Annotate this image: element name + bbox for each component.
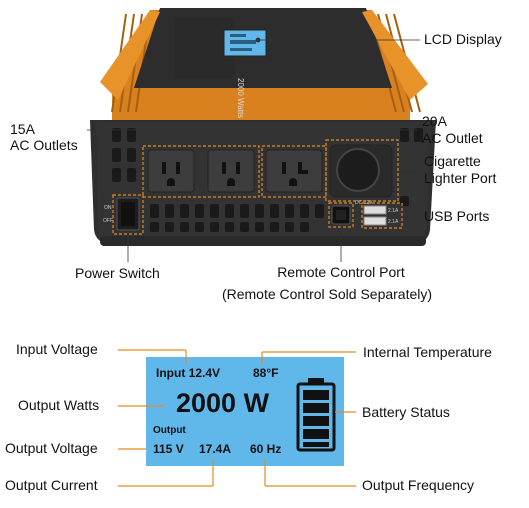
lcd-display-callout: LCD Display (424, 31, 502, 47)
battery-status-callout: Battery Status (362, 404, 450, 420)
remote-port-callout-line2: (Remote Control Sold Separately) (221, 286, 433, 302)
top-label-strip: 2000 Watts (175, 18, 267, 118)
output-voltage-callout: Output Voltage (5, 440, 98, 456)
ac-outlet-20a-callout-line1: 20A (422, 113, 447, 129)
input-voltage-callout: Input Voltage (16, 341, 98, 357)
lcd-output-voltage: 115 V (153, 442, 184, 456)
cigarette-port-callout-line1: Cigarette (424, 153, 481, 169)
lcd-output-current: 17.4A (199, 442, 232, 456)
lcd-output-label: Output (153, 425, 186, 436)
lcd-output-frequency: 60 Hz (250, 442, 282, 456)
cigarette-port-callout-line2: Lighter Port (424, 170, 497, 186)
ac-outlet-20a-callout-line2: AC Outlet (422, 130, 483, 146)
output-current-callout: Output Current (5, 477, 98, 493)
power-switch-callout: Power Switch (75, 265, 160, 281)
usb-rating-2: 2.1A (388, 219, 399, 225)
lcd-output-watts: 2000 W (176, 388, 270, 418)
usb-ports: 2.1A 2.1A (363, 205, 399, 226)
usb-ports-callout: USB Ports (424, 208, 490, 224)
output-frequency-callout: Output Frequency (362, 477, 475, 493)
lcd-input-voltage: Input 12.4V (156, 366, 221, 380)
ac-outlet-20a (265, 149, 323, 193)
ac-outlets-15a (147, 149, 255, 193)
power-switch: ON OFF (103, 197, 140, 231)
internal-temperature-callout: Internal Temperature (363, 344, 492, 360)
ac-outlets-15a-callout-line2: AC Outlets (10, 137, 78, 153)
lcd-temperature: 88°F (253, 366, 279, 380)
usb-rating-1: 2.1A (388, 208, 399, 214)
cigarette-lighter-port (329, 144, 393, 198)
top-leader-lines (87, 37, 420, 262)
top-model-text: 2000 Watts (236, 78, 245, 118)
lcd-leader-lines (118, 349, 356, 487)
switch-off-label: OFF (103, 218, 113, 224)
output-watts-callout: Output Watts (18, 397, 100, 413)
ac-outlets-15a-callout-line1: 15A (10, 121, 35, 137)
remote-port-callout-line1: Remote Control Port (277, 264, 405, 280)
switch-on-label: ON (104, 205, 112, 211)
heatsink (100, 8, 428, 120)
battery-status-icon (296, 378, 336, 452)
